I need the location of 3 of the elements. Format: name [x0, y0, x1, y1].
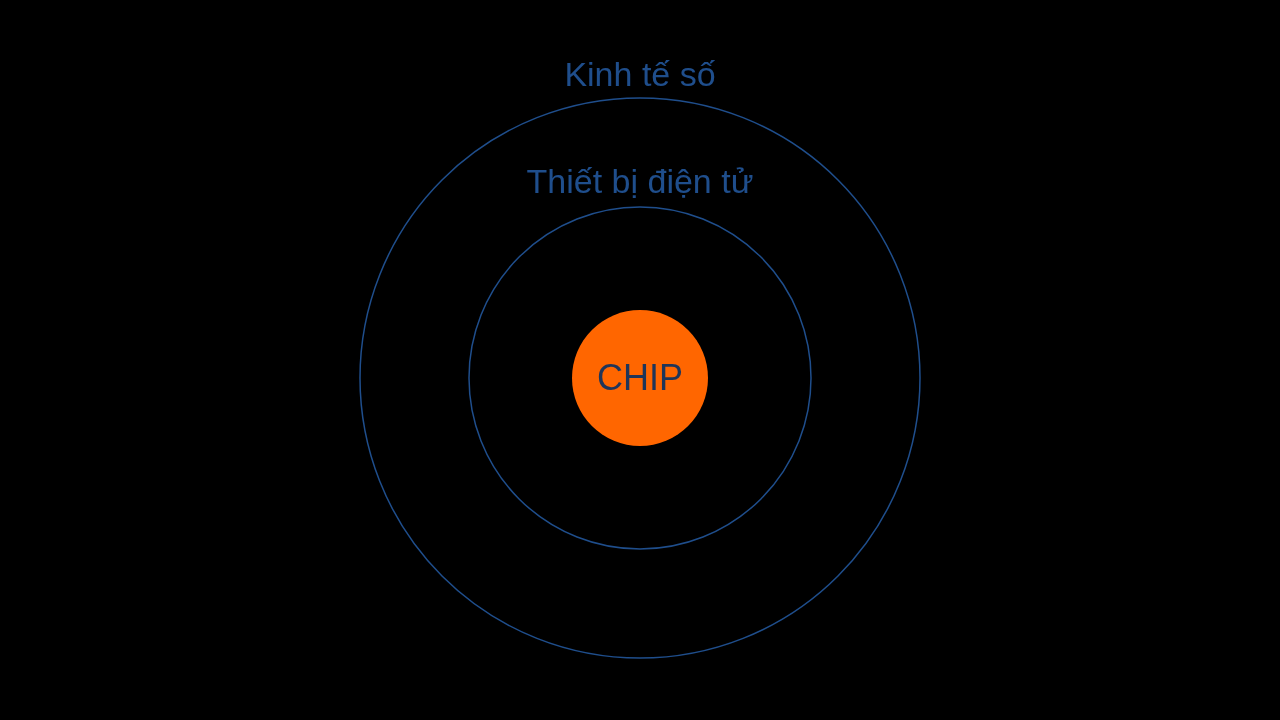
- ring-label: Kinh tế số: [564, 55, 716, 94]
- core-label: CHIP: [597, 357, 683, 399]
- ring-label: Thiết bị điện tử: [526, 162, 754, 201]
